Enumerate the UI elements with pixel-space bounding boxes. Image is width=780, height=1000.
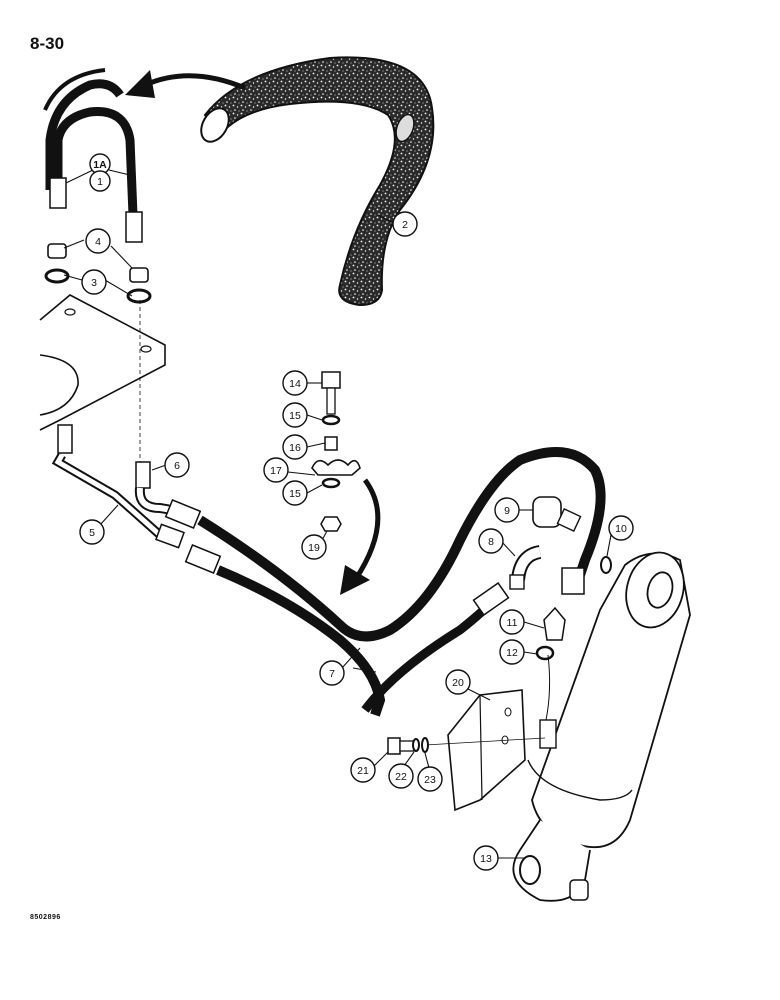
arrow-sleeve-install <box>125 70 246 98</box>
callout-3: 3 <box>81 269 107 295</box>
callout-4: 4 <box>85 228 111 254</box>
svg-text:15: 15 <box>289 410 301 422</box>
leader-lines <box>63 169 612 859</box>
svg-text:16: 16 <box>289 442 301 454</box>
callout-21: 21 <box>350 757 376 783</box>
svg-text:11: 11 <box>507 617 518 629</box>
hose-sleeve-2 <box>200 56 435 307</box>
callout-15-top: 15 <box>282 402 308 428</box>
svg-text:12: 12 <box>506 647 518 659</box>
callout-22: 22 <box>388 763 414 789</box>
svg-text:2: 2 <box>402 219 408 231</box>
callout-13: 13 <box>473 845 499 871</box>
washer-23 <box>421 737 429 753</box>
svg-text:14: 14 <box>289 378 301 390</box>
o-ring-10 <box>600 556 612 574</box>
svg-text:8: 8 <box>488 536 494 548</box>
bolt-14 <box>321 371 341 415</box>
nut-19 <box>320 516 342 532</box>
svg-text:17: 17 <box>270 465 282 477</box>
elbow-fitting-8 <box>509 545 542 590</box>
bolt-21 <box>387 737 415 755</box>
washer-15 <box>321 414 341 489</box>
svg-text:22: 22 <box>395 771 407 783</box>
svg-text:15: 15 <box>289 488 301 500</box>
callout-23: 23 <box>417 766 443 792</box>
svg-text:1A: 1A <box>93 159 107 171</box>
callout-16: 16 <box>282 434 308 460</box>
callout-19: 19 <box>301 534 327 560</box>
svg-text:7: 7 <box>329 668 335 680</box>
callout-5: 5 <box>79 519 105 545</box>
svg-text:6: 6 <box>174 460 180 472</box>
mounting-plate <box>39 294 166 465</box>
callout-17: 17 <box>263 457 289 483</box>
hose-1 <box>49 107 143 243</box>
callout-20: 20 <box>445 669 471 695</box>
arrow-clamp-install <box>340 478 381 595</box>
svg-text:3: 3 <box>91 277 97 289</box>
callout-12: 12 <box>499 639 525 665</box>
cylinder-13 <box>512 551 691 902</box>
svg-text:1: 1 <box>97 176 103 188</box>
svg-text:23: 23 <box>424 774 436 786</box>
callout-8: 8 <box>478 528 504 554</box>
svg-text:19: 19 <box>308 542 320 554</box>
callout-2: 2 <box>392 211 418 237</box>
svg-text:5: 5 <box>89 527 95 539</box>
svg-text:21: 21 <box>357 765 369 777</box>
tube-5 <box>51 424 185 549</box>
callout-15-bottom: 15 <box>282 480 308 506</box>
nut-4 <box>47 243 149 283</box>
o-ring-12 <box>535 645 555 661</box>
callout-14: 14 <box>282 370 308 396</box>
callout-1: 1 <box>89 170 111 192</box>
callout-10: 10 <box>608 515 634 541</box>
callout-9: 9 <box>494 497 520 523</box>
callout-6: 6 <box>164 452 190 478</box>
spacer-16 <box>324 436 338 451</box>
washer-22 <box>412 738 420 752</box>
svg-text:4: 4 <box>95 236 101 248</box>
page-number: 8-30 <box>30 34 65 53</box>
svg-text:20: 20 <box>452 677 464 689</box>
callout-7: 7 <box>319 660 345 686</box>
hose-7 <box>164 447 606 717</box>
upper-hose-loop-left <box>43 68 124 190</box>
svg-text:9: 9 <box>504 505 510 517</box>
fitting-11 <box>543 606 566 641</box>
elbow-fitting-9 <box>532 496 582 532</box>
bracket-20 <box>424 689 546 812</box>
reference-code: 8502896 <box>30 914 61 921</box>
callout-11: 11 <box>499 609 525 635</box>
svg-text:13: 13 <box>480 853 492 865</box>
clamp-17 <box>311 459 361 476</box>
washer-3 <box>44 268 152 304</box>
elbow-fitting-6 <box>134 461 173 515</box>
svg-text:10: 10 <box>615 523 627 535</box>
